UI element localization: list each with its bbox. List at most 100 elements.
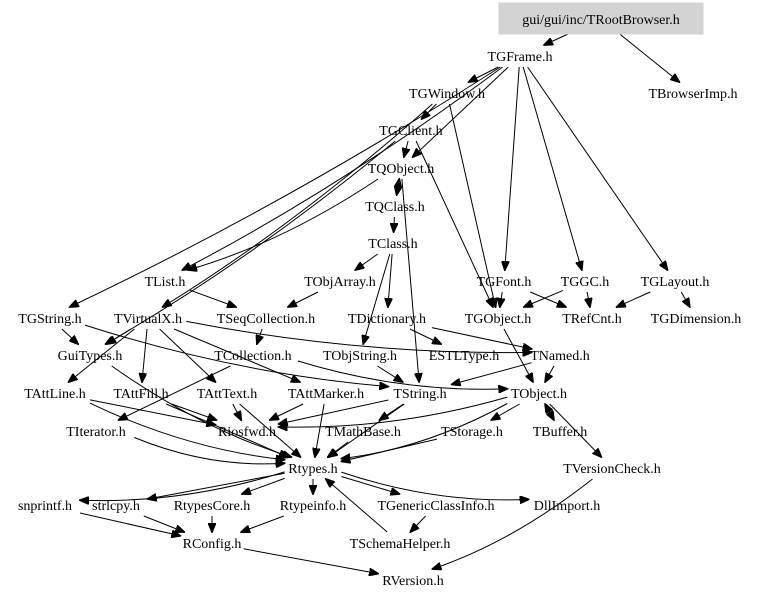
- node-tbrowserimp[interactable]: TBrowserImp.h: [648, 87, 737, 102]
- node-label: TGWindow.h: [409, 87, 485, 102]
- edge-rtypes-to-dllimport: [341, 471, 528, 500]
- edge-tglayout-to-tgdimension: [680, 291, 690, 307]
- edge-tqclass-to-tclass: [394, 216, 395, 232]
- edge-tgwindow-to-tvirtualx: [163, 103, 433, 307]
- node-tmathbase[interactable]: TMathBase.h: [325, 425, 401, 440]
- node-tgwindow[interactable]: TGWindow.h: [409, 87, 485, 102]
- edge-tobject-to-tstorage: [491, 403, 520, 420]
- node-rtypes[interactable]: Rtypes.h: [288, 462, 337, 477]
- node-tgdimension[interactable]: TGDimension.h: [651, 312, 742, 327]
- node-tgobject[interactable]: TGObject.h: [465, 312, 531, 327]
- node-riosfwd[interactable]: Riosfwd.h: [218, 425, 276, 440]
- node-tqobject[interactable]: TQObject.h: [368, 162, 434, 177]
- node-tgframe[interactable]: TGFrame.h: [488, 50, 553, 65]
- edge-tobject-to-tversioncheck: [549, 403, 602, 457]
- node-tqclass[interactable]: TQClass.h: [365, 200, 425, 215]
- node-tattfill[interactable]: TAttFill.h: [113, 387, 168, 402]
- node-tnamed[interactable]: TNamed.h: [530, 349, 589, 364]
- node-trootbrowser[interactable]: gui/gui/inc/TRootBrowser.h: [498, 2, 704, 35]
- node-label: TStorage.h: [441, 425, 503, 440]
- edge-guitypes-to-rtypes: [111, 365, 292, 457]
- node-tschemahelper[interactable]: TSchemaHelper.h: [350, 537, 451, 552]
- edge-rtypeinfo-to-rconfig: [241, 515, 284, 532]
- node-label: RConfig.h: [183, 537, 242, 552]
- node-label: TSchemaHelper.h: [350, 537, 451, 552]
- edge-strlcpy-to-rconfig: [143, 515, 184, 532]
- edge-tvirtualx-to-tattline: [69, 328, 135, 382]
- edge-tattmarker-to-riosfwd: [270, 403, 304, 420]
- node-tcollection[interactable]: TCollection.h: [214, 349, 291, 364]
- node-label: TBrowserImp.h: [648, 87, 737, 102]
- node-tbuffer[interactable]: TBuffer.h: [533, 425, 588, 440]
- node-tattline[interactable]: TAttLine.h: [24, 387, 85, 402]
- edge-tmathbase-to-rtypes: [328, 441, 349, 457]
- node-label: TGenericClassInfo.h: [377, 499, 494, 514]
- node-estltype[interactable]: ESTLType.h: [429, 349, 499, 364]
- edge-tgframe-to-tgwindow: [469, 66, 499, 82]
- node-label: TCollection.h: [214, 349, 291, 364]
- node-label: TSeqCollection.h: [217, 312, 315, 327]
- node-label: DllImport.h: [534, 499, 601, 514]
- node-tatttext[interactable]: TAttText.h: [197, 387, 258, 402]
- node-guitypes[interactable]: GuiTypes.h: [58, 349, 123, 364]
- edge-tschemahelper-to-rtypes: [326, 479, 388, 533]
- edge-tgframe-to-tgstring: [70, 66, 501, 307]
- edge-tnamed-to-tobject: [545, 365, 555, 382]
- node-tgclient[interactable]: TGClient.h: [379, 124, 442, 139]
- node-rconfig[interactable]: RConfig.h: [183, 537, 242, 552]
- node-label: TGLayout.h: [641, 275, 710, 290]
- node-tvirtualx[interactable]: TVirtualX.h: [114, 312, 182, 327]
- edge-tattfill-to-rtypes: [166, 403, 288, 457]
- node-tseqcollection[interactable]: TSeqCollection.h: [217, 312, 315, 327]
- node-tggc[interactable]: TGGC.h: [561, 275, 610, 290]
- edge-tstring-to-tmathbase: [380, 403, 404, 420]
- node-label: TAttFill.h: [113, 387, 168, 402]
- edge-tglayout-to-trefcnt: [617, 291, 651, 307]
- node-tdictionary[interactable]: TDictionary.h: [348, 312, 426, 327]
- node-tglayout[interactable]: TGLayout.h: [641, 275, 710, 290]
- node-tobject[interactable]: TObject.h: [511, 387, 567, 402]
- node-titerator[interactable]: TIterator.h: [66, 425, 125, 440]
- node-tobjstring[interactable]: TObjString.h: [323, 349, 397, 364]
- node-label: TObjString.h: [323, 349, 397, 364]
- node-rtypescore[interactable]: RtypesCore.h: [174, 499, 251, 514]
- edge-tatttext-to-rtypes: [239, 403, 301, 457]
- node-tstring[interactable]: TString.h: [393, 387, 446, 402]
- edge-tatttext-to-riosfwd: [232, 403, 241, 420]
- edge-tvirtualx-to-tnamed: [186, 320, 531, 352]
- node-label: ESTLType.h: [429, 349, 499, 364]
- node-snprintf[interactable]: snprintf.h: [18, 499, 72, 514]
- node-tobjarray[interactable]: TObjArray.h: [304, 275, 376, 290]
- node-label: TGClient.h: [379, 124, 442, 139]
- node-label: TList.h: [145, 275, 186, 290]
- node-tgstring[interactable]: TGString.h: [18, 312, 81, 327]
- node-tgfont[interactable]: TGFont.h: [477, 275, 532, 290]
- node-strlcpy[interactable]: strlcpy.h: [92, 499, 140, 514]
- root-node-background: [498, 2, 704, 35]
- node-label: TIterator.h: [66, 425, 125, 440]
- node-tattmarker[interactable]: TAttMarker.h: [288, 387, 364, 402]
- node-label: TString.h: [393, 387, 446, 402]
- edge-tgframe-to-tgfont: [505, 66, 520, 270]
- edge-tgclient-to-tgobject: [415, 140, 493, 307]
- edge-tclass-to-tdictionary: [388, 253, 392, 307]
- node-tgenericclassinfo[interactable]: TGenericClassInfo.h: [377, 499, 494, 514]
- node-rtypeinfo[interactable]: Rtypeinfo.h: [280, 499, 347, 514]
- edge-tobjarray-to-tseqcollection: [288, 291, 319, 307]
- node-label: GuiTypes.h: [58, 349, 123, 364]
- node-label: TRefCnt.h: [562, 312, 622, 327]
- node-label: TAttLine.h: [24, 387, 85, 402]
- edge-tgclient-to-tqobject: [404, 140, 408, 157]
- node-rversion[interactable]: RVersion.h: [382, 574, 444, 589]
- node-trefcnt[interactable]: TRefCnt.h: [562, 312, 622, 327]
- edge-tgwindow-to-tgclient: [422, 103, 437, 119]
- node-tversioncheck[interactable]: TVersionCheck.h: [563, 462, 661, 477]
- node-tlist[interactable]: TList.h: [145, 275, 186, 290]
- node-label: TGGC.h: [561, 275, 610, 290]
- node-tclass[interactable]: TClass.h: [368, 237, 417, 252]
- node-label: TBuffer.h: [533, 425, 588, 440]
- edge-rtypes-to-snprintf: [80, 471, 285, 501]
- node-label: TGFont.h: [477, 275, 532, 290]
- node-tstorage[interactable]: TStorage.h: [441, 425, 503, 440]
- node-dllimport[interactable]: DllImport.h: [534, 499, 601, 514]
